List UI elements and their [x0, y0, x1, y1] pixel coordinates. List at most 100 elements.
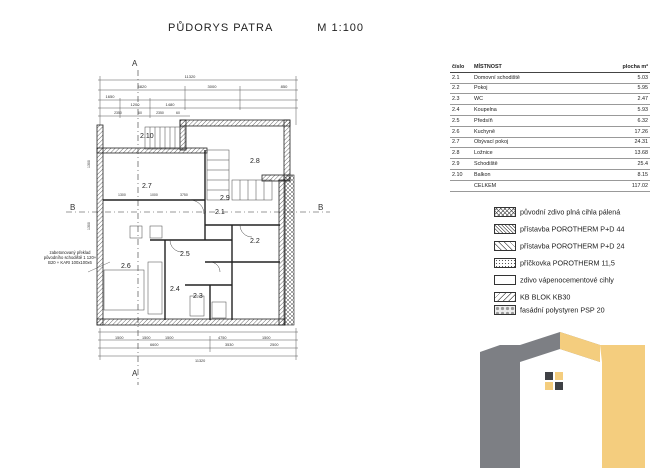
rooms-table-header: číslo MÍSTNOST plocha m²	[450, 62, 650, 73]
exterior-walls	[96, 119, 295, 326]
dim-top-total: 11320	[185, 74, 197, 79]
room-area: 13.68	[618, 147, 650, 160]
legend-swatch	[494, 258, 516, 269]
title-label: PŮDORYS PATRA	[168, 22, 274, 34]
dim-bottom-1: 1500	[115, 336, 123, 340]
room-2-3: 2.3	[193, 293, 203, 300]
room-number: 2.8	[450, 147, 472, 160]
dim-top-1: 4820	[138, 84, 148, 89]
legend-item: příčkovka POROTHERM 11,5	[494, 258, 615, 269]
room-number: 2.6	[450, 126, 472, 138]
room-area: 2.47	[618, 93, 650, 106]
legend-label: KB BLOK KB30	[520, 292, 571, 302]
room-name: Ložnice	[472, 147, 618, 160]
room-area: 24.31	[618, 137, 650, 149]
room-number: 2.9	[450, 158, 472, 170]
dim-top-r3-2: 60	[138, 111, 142, 115]
legend-label: zdivo vápenocementové cihly	[520, 275, 614, 285]
room-number	[450, 180, 472, 192]
legend-swatch	[494, 207, 516, 218]
legend-label: fasádní polystyren PSP 20	[520, 305, 605, 315]
legend-swatch	[494, 305, 516, 316]
room-name: Kuchyně	[472, 126, 618, 138]
drawing-title: PŮDORYS PATRA M 1:100	[168, 22, 364, 34]
legend-item: přístavba POROTHERM P+D 24	[494, 241, 625, 252]
dim-left-2: 1300	[87, 222, 91, 230]
room-area: 6.32	[618, 115, 650, 127]
legend-item: KB BLOK KB30	[494, 292, 571, 303]
dim-bottom-r2-3: 2500	[270, 343, 278, 347]
dim-mid-2: 1000	[150, 193, 158, 197]
header-number: číslo	[450, 62, 472, 73]
dim-top-3: 850	[281, 84, 288, 89]
room-area: 117.02	[618, 180, 650, 192]
dim-bottom-3: 1500	[165, 336, 173, 340]
dim-left-1: 1300	[87, 160, 91, 168]
room-2-7: 2.7	[142, 183, 152, 190]
legend-swatch	[494, 241, 516, 252]
top-dimension-lines	[98, 76, 298, 125]
room-2-2: 2.2	[250, 238, 260, 245]
room-area: 5.03	[618, 72, 650, 84]
room-number: 2.2	[450, 83, 472, 95]
room-name: Předsíň	[472, 115, 618, 127]
lintel-annotation: zabetonovaný překlad původního schodiště…	[44, 250, 97, 265]
legend-item: přístavba POROTHERM P+D 44	[494, 224, 624, 235]
header-room: MÍSTNOST	[472, 62, 618, 73]
legend-label: přístavba POROTHERM P+D 24	[520, 241, 625, 251]
room-area: 5.95	[618, 83, 650, 95]
room-name: Schodiště	[472, 158, 618, 170]
section-a-top: A	[132, 59, 138, 68]
legend-label: původní zdivo plná cihla pálená	[520, 207, 621, 217]
scale-label: M 1:100	[317, 22, 365, 34]
room-area: 8.15	[618, 169, 650, 181]
room-number: 2.1	[450, 72, 472, 84]
room-2-1: 2.1	[215, 209, 225, 216]
room-2-6: 2.6	[121, 263, 131, 270]
legend-swatch	[494, 292, 516, 303]
section-b-right: B	[318, 203, 323, 212]
company-logo	[480, 332, 645, 468]
legend-swatch	[494, 275, 516, 286]
interior-walls	[103, 150, 280, 320]
room-name: Pokoj	[472, 83, 618, 95]
room-name: Balkon	[472, 169, 618, 181]
room-name: CELKEM	[472, 180, 618, 192]
room-2-9: 2.9	[220, 195, 230, 202]
dim-top-r3-1: 2350	[114, 111, 122, 115]
bottom-dimension-lines	[98, 328, 298, 360]
dim-mid-3: 3750	[180, 193, 188, 197]
room-2-4: 2.4	[170, 286, 180, 293]
room-area: 25.4	[618, 158, 650, 170]
dim-bottom-total: 11320	[195, 359, 205, 363]
legend-item: zdivo vápenocementové cihly	[494, 275, 614, 286]
dim-top-r3-4: 60	[176, 111, 180, 115]
legend-label: příčkovka POROTHERM 11,5	[520, 258, 615, 268]
room-area: 17.26	[618, 126, 650, 138]
dim-mid-1: 1300	[118, 193, 126, 197]
room-number: 2.3	[450, 93, 472, 106]
section-b-left: B	[70, 203, 75, 212]
dim-top-2: 3000	[208, 84, 218, 89]
staircase	[144, 126, 273, 201]
dim-bottom-r2-1: 6600	[150, 343, 158, 347]
dim-top-r2-3: 1480	[166, 102, 176, 107]
legend-item: fasádní polystyren PSP 20	[494, 305, 605, 316]
dim-top-r2-1: 1650	[106, 94, 116, 99]
dim-bottom-5: 1500	[262, 336, 270, 340]
room-area: 5.93	[618, 104, 650, 116]
room-name: Domovní schodiště	[472, 72, 618, 84]
room-number: 2.4	[450, 104, 472, 116]
room-number: 2.10	[450, 169, 472, 181]
sanitary-fixtures	[103, 225, 227, 319]
